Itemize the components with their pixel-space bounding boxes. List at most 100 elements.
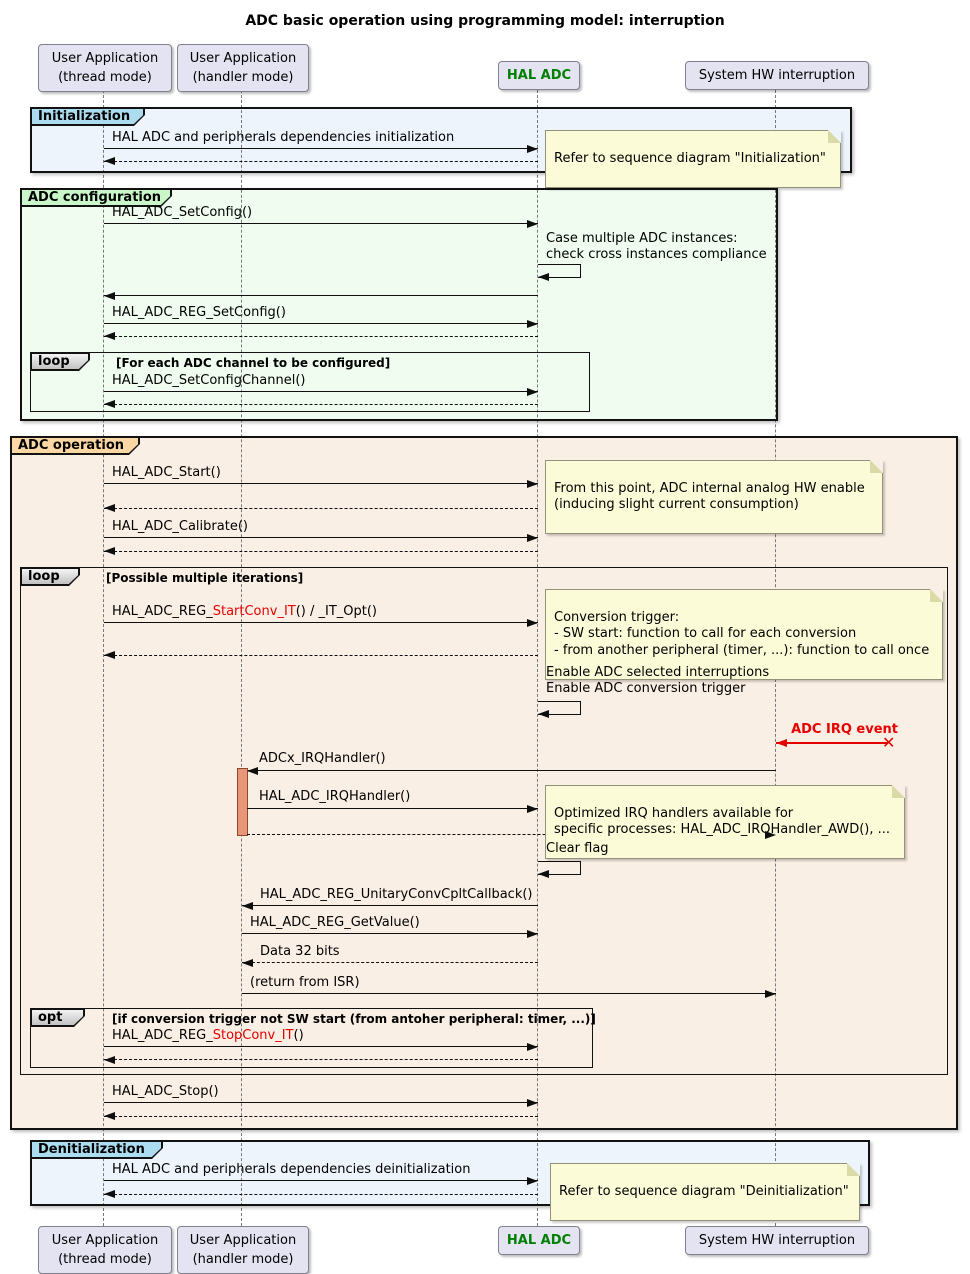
message-line: [104, 223, 538, 224]
arrowhead: [527, 144, 538, 153]
arrowhead: [104, 1190, 115, 1198]
participant-user-thread-top: User Application (thread mode): [38, 44, 172, 92]
loop-keyword: loop: [38, 354, 70, 369]
loop-iterations-tab: loop: [20, 567, 80, 586]
loop-channels-guard: [For each ADC channel to be configured]: [116, 356, 391, 370]
participant-system-hw-top: System HW interruption: [685, 61, 869, 90]
arrowhead: [765, 989, 776, 998]
participant-system-hw-bottom: System HW interruption: [685, 1226, 869, 1255]
arrowhead: [104, 1055, 115, 1064]
frame-operation-tab: ADC operation: [10, 436, 140, 455]
note-fold: [892, 785, 905, 798]
self-message-label: Enable ADC selected interruptions Enable…: [546, 665, 770, 696]
message-label: HAL_ADC_Calibrate(): [112, 519, 248, 534]
message-label: HAL_ADC_REG_StopConv_IT(): [112, 1028, 304, 1044]
arrowhead: [527, 618, 538, 627]
message-line: [104, 1180, 538, 1181]
note-deinit-ref: Refer to sequence diagram "Deinitializat…: [550, 1163, 860, 1221]
return-line: [104, 1194, 538, 1195]
note-analog-hw: From this point, ADC internal analog HW …: [545, 460, 883, 534]
message-line: [104, 1102, 538, 1103]
message-line: [104, 537, 538, 538]
arrowhead: [104, 157, 115, 165]
message-line: [242, 933, 538, 934]
message-line: [242, 905, 538, 906]
opt-stop-tab: opt: [30, 1008, 85, 1027]
message-label: HAL_ADC_REG_SetConfig(): [112, 305, 286, 320]
message-line: [104, 323, 538, 324]
frame-title: Initialization: [38, 109, 131, 124]
message-label: HAL ADC and peripherals dependencies ini…: [112, 130, 455, 145]
note-text: Conversion trigger: - SW start: function…: [554, 609, 930, 658]
self-message-arrow: [538, 701, 581, 715]
loop-keyword: loop: [28, 569, 60, 584]
message-line: [104, 483, 538, 484]
note-fold: [828, 130, 841, 143]
arrowhead: [104, 332, 115, 340]
participant-hal-adc-bottom: HAL ADC: [498, 1226, 580, 1255]
message-label: (return from ISR): [250, 975, 360, 990]
return-line: [247, 834, 776, 835]
participant-user-handler-bottom: User Application (handler mode): [177, 1226, 309, 1274]
arrowhead: [242, 901, 253, 910]
note-text: Optimized IRQ handlers available for spe…: [554, 805, 891, 838]
frame-title: Denitialization: [38, 1142, 145, 1157]
arrowhead: [527, 319, 538, 328]
lifeline-user-handler: [241, 90, 242, 1226]
note-text: Refer to sequence diagram "Deinitializat…: [559, 1183, 849, 1199]
tab-fill: [22, 190, 171, 206]
frame-title: ADC configuration: [28, 190, 162, 205]
note-init-ref: Refer to sequence diagram "Initializatio…: [545, 130, 841, 188]
loop-iterations-guard: [Possible multiple iterations]: [106, 571, 304, 585]
arrowhead: [538, 273, 549, 281]
arrowhead: [527, 1098, 538, 1107]
lost-message-x-icon: ✕: [882, 733, 896, 752]
frame-configuration-fill: [20, 188, 778, 421]
label-red-part: StopConv_IT: [212, 1028, 294, 1043]
label-red-part: StartConv_IT: [212, 604, 296, 619]
tab-fill: [32, 109, 144, 125]
message-label: HAL_ADC_Stop(): [112, 1084, 219, 1099]
message-line: [104, 622, 538, 623]
arrowhead: [527, 804, 538, 813]
arrowhead: [527, 479, 538, 488]
arrowhead: [247, 766, 258, 775]
message-label: ADCx_IRQHandler(): [259, 751, 386, 766]
message-line: [104, 1046, 538, 1047]
tab-fill: [12, 438, 139, 454]
activation-bar: [237, 768, 248, 836]
return-line: [104, 1116, 538, 1117]
arrowhead: [527, 387, 538, 396]
message-label: HAL_ADC_SetConfig(): [112, 205, 253, 220]
loop-channels-tab: loop: [30, 352, 90, 371]
adc-irq-event-label: ADC IRQ event: [791, 722, 898, 737]
arrowhead: [765, 830, 776, 839]
self-message-label: Clear flag: [546, 841, 609, 856]
return-line: [104, 655, 538, 656]
note-fold: [847, 1163, 860, 1176]
participant-hal-adc-top: HAL ADC: [498, 61, 580, 90]
note-text: Refer to sequence diagram "Initializatio…: [554, 150, 826, 166]
arrowhead: [242, 958, 253, 967]
message-line: [242, 993, 776, 994]
arrowhead: [104, 1112, 115, 1120]
message-label: HAL_ADC_REG_GetValue(): [250, 915, 420, 930]
tab-fill: [32, 1142, 162, 1158]
label-suffix: (): [293, 1028, 304, 1043]
arrowhead: [527, 1042, 538, 1051]
lifeline-hal-adc: [537, 90, 538, 1226]
self-message-arrow: [538, 264, 581, 278]
arrowhead: [527, 219, 538, 228]
arrowhead: [527, 1176, 538, 1185]
return-line: [104, 508, 538, 509]
label-suffix: () / _IT_Opt(): [295, 604, 378, 619]
return-line: [104, 1059, 538, 1060]
message-label: HAL ADC and peripherals dependencies dei…: [112, 1162, 471, 1177]
arrowhead: [104, 504, 115, 512]
label-prefix: HAL_ADC_REG_: [112, 604, 213, 619]
return-line: [104, 295, 538, 296]
message-line: [247, 770, 776, 771]
arrowhead: [527, 533, 538, 542]
message-label: HAL_ADC_IRQHandler(): [259, 789, 411, 804]
